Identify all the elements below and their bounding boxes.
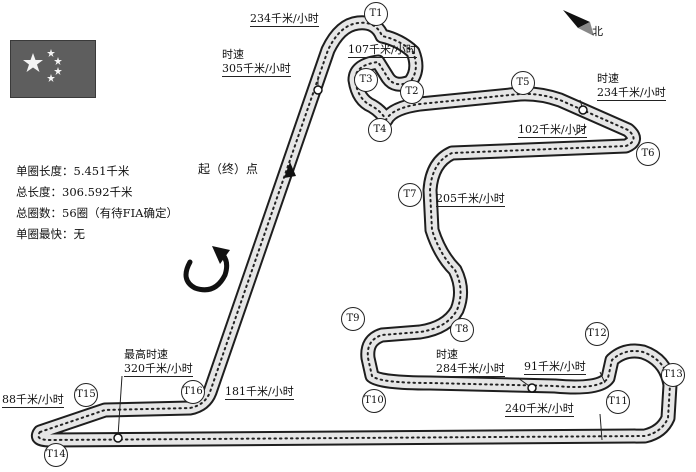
lap-length: 单圈长度：5.451千米	[16, 164, 130, 178]
speed-label-5: 102千米/小时	[518, 123, 587, 138]
start-finish-label: 起（终）点	[198, 162, 259, 176]
speed-label-8: 91千米/小时	[524, 360, 586, 375]
turn-marker-t2: T2	[400, 80, 424, 104]
speed-label-3: 305千米/小时	[222, 62, 291, 77]
total-laps: 总圈数：56圈（有待FIA确定）	[16, 206, 178, 220]
turn-marker-t10: T10	[362, 389, 386, 413]
speed-label-4: 234千米/小时	[597, 86, 666, 101]
total-length: 总长度：306.592千米	[16, 185, 133, 199]
speed-label-10: 181千米/小时	[225, 385, 294, 400]
turn-marker-t9: T9	[341, 307, 365, 331]
turn-marker-t6: T6	[636, 142, 660, 166]
turn-marker-t14: T14	[44, 443, 68, 467]
turn-marker-t11: T11	[606, 390, 630, 414]
speed-label-1: 234千米/小时	[250, 12, 319, 27]
turn-marker-t4: T4	[368, 118, 392, 142]
speed-label-11: 320千米/小时	[124, 362, 193, 377]
speed-label-6: 205千米/小时	[436, 192, 505, 207]
speed-label-3-title: 时速	[222, 48, 244, 61]
turn-marker-t15: T15	[74, 383, 98, 407]
direction-arrow	[284, 162, 296, 178]
turn-marker-t16: T16	[181, 380, 205, 404]
speed-label-12: 88千米/小时	[2, 393, 64, 408]
speed-markers	[113, 85, 588, 443]
clockwise-arrow-icon	[183, 249, 230, 293]
circuit-info: 单圈长度：5.451千米 总长度：306.592千米 总圈数：56圈（有待FIA…	[16, 161, 178, 245]
turn-marker-t5: T5	[511, 71, 535, 95]
speed-label-7-title: 时速	[436, 348, 458, 361]
north-label: 北	[592, 25, 603, 38]
turn-marker-t1: T1	[364, 2, 388, 26]
speed-label-9: 240千米/小时	[505, 402, 574, 417]
turn-marker-t12: T12	[585, 322, 609, 346]
turn-marker-t3: T3	[354, 68, 378, 92]
speed-label-7: 284千米/小时	[436, 362, 505, 377]
track	[30, 15, 678, 448]
speed-label-11-title: 最高时速	[124, 348, 168, 361]
turn-marker-t7: T7	[398, 183, 422, 207]
speed-label-2: 107千米/小时	[348, 43, 417, 58]
speed-label-4-title: 时速	[597, 72, 619, 85]
track-centerline	[37, 21, 671, 441]
turn-marker-t13: T13	[661, 363, 685, 387]
compass-icon	[563, 10, 594, 36]
china-flag-icon	[10, 40, 96, 98]
fastest-lap: 单圈最快：无	[16, 227, 85, 241]
turn-marker-t8: T8	[450, 318, 474, 342]
